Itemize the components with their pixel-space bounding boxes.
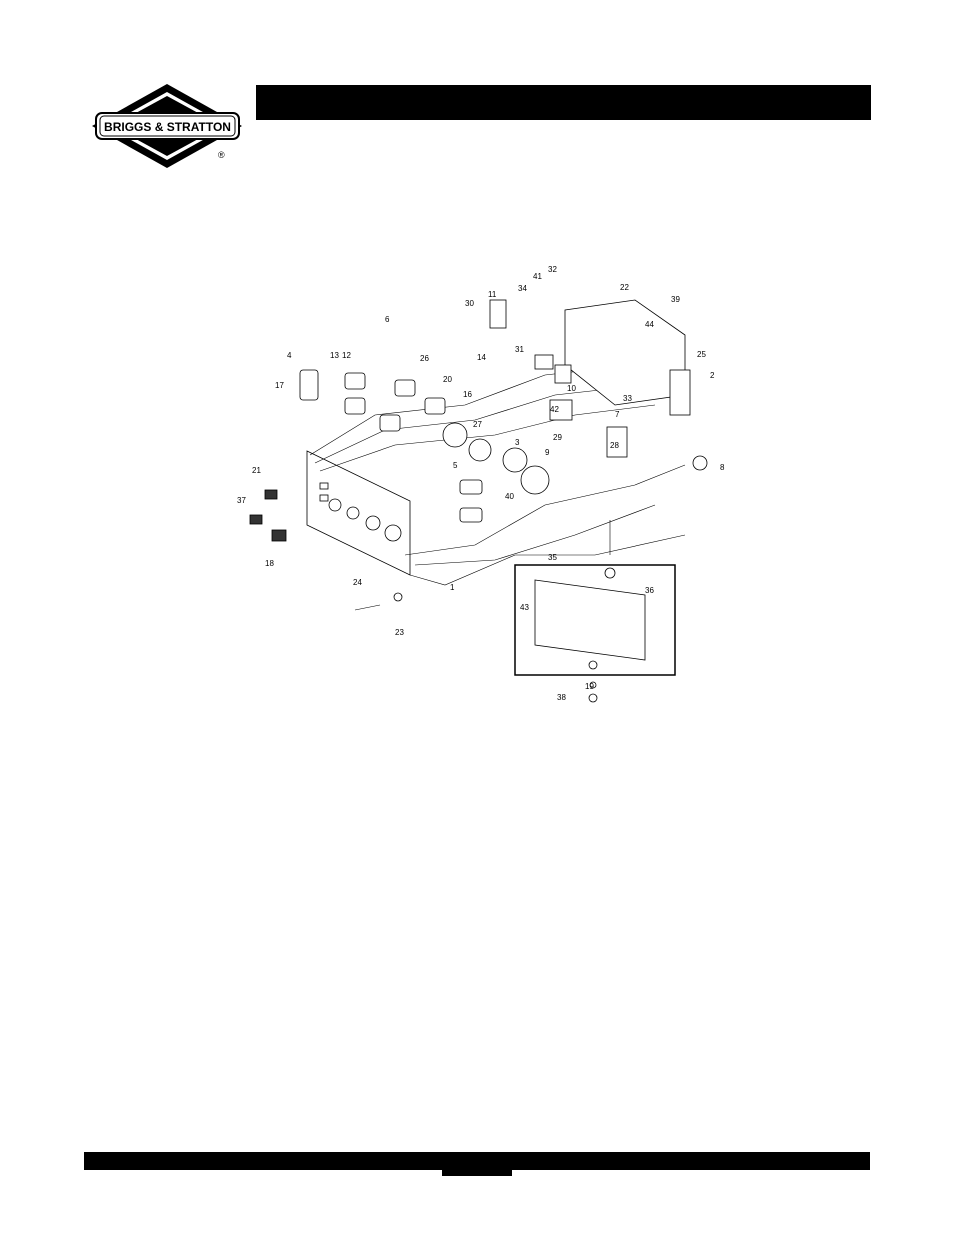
svg-text:1: 1 — [450, 583, 455, 592]
svg-text:30: 30 — [465, 299, 474, 308]
svg-text:14: 14 — [477, 353, 486, 362]
svg-text:17: 17 — [275, 381, 284, 390]
svg-text:3: 3 — [515, 438, 520, 447]
svg-text:43: 43 — [520, 603, 529, 612]
svg-text:7: 7 — [615, 410, 620, 419]
svg-text:40: 40 — [505, 492, 514, 501]
svg-text:32: 32 — [548, 265, 557, 274]
svg-text:2: 2 — [710, 371, 715, 380]
svg-text:18: 18 — [265, 559, 274, 568]
svg-text:34: 34 — [518, 284, 527, 293]
svg-text:16: 16 — [463, 390, 472, 399]
svg-text:12: 12 — [342, 351, 351, 360]
svg-text:33: 33 — [623, 394, 632, 403]
svg-text:21: 21 — [252, 466, 261, 475]
svg-text:13: 13 — [330, 351, 339, 360]
svg-text:38: 38 — [557, 693, 566, 702]
svg-text:44: 44 — [645, 320, 654, 329]
svg-text:BRIGGS & STRATTON: BRIGGS & STRATTON — [104, 120, 231, 134]
svg-text:42: 42 — [550, 405, 559, 414]
header-bar — [256, 85, 871, 120]
svg-text:5: 5 — [453, 461, 458, 470]
svg-text:4: 4 — [287, 351, 292, 360]
svg-text:31: 31 — [515, 345, 524, 354]
exploded-parts-diagram: 1 2 3 4 5 6 7 8 9 10 11 12 13 14 16 17 1… — [215, 255, 735, 710]
svg-text:35: 35 — [548, 553, 557, 562]
svg-text:25: 25 — [697, 350, 706, 359]
svg-text:6: 6 — [385, 315, 390, 324]
svg-text:41: 41 — [533, 272, 542, 281]
svg-text:39: 39 — [671, 295, 680, 304]
svg-text:9: 9 — [545, 448, 550, 457]
svg-text:20: 20 — [443, 375, 452, 384]
footer-bar-right — [512, 1152, 870, 1170]
svg-text:19: 19 — [585, 682, 594, 691]
footer-bar-left — [84, 1152, 442, 1170]
svg-text:27: 27 — [473, 420, 482, 429]
svg-text:29: 29 — [553, 433, 562, 442]
svg-text:22: 22 — [620, 283, 629, 292]
footer-page-tab — [442, 1152, 512, 1176]
svg-text:36: 36 — [645, 586, 654, 595]
svg-text:®: ® — [218, 150, 225, 160]
svg-text:28: 28 — [610, 441, 619, 450]
svg-text:10: 10 — [567, 384, 576, 393]
svg-text:23: 23 — [395, 628, 404, 637]
svg-text:8: 8 — [720, 463, 725, 472]
svg-text:24: 24 — [353, 578, 362, 587]
svg-text:37: 37 — [237, 496, 246, 505]
svg-text:26: 26 — [420, 354, 429, 363]
brand-logo: BRIGGS & STRATTON ® — [90, 82, 245, 170]
svg-text:11: 11 — [488, 290, 497, 299]
